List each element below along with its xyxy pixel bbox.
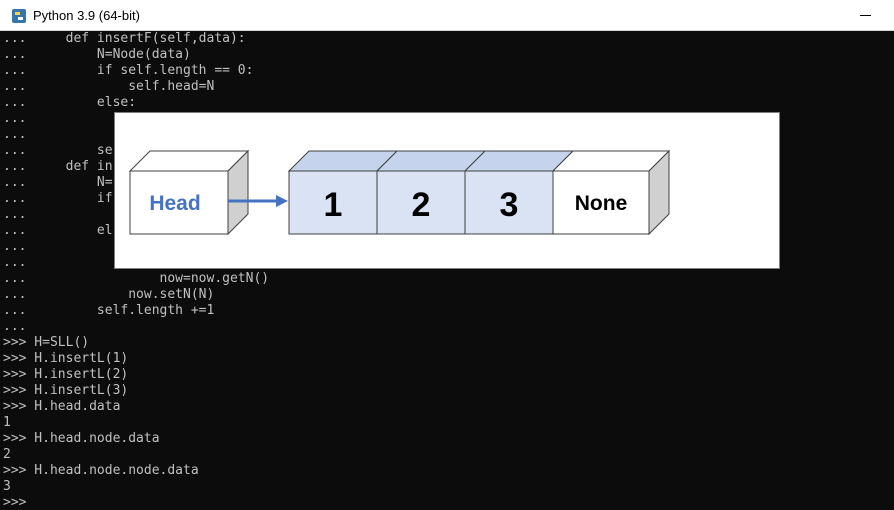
node-value-1: 1 (324, 186, 343, 224)
console-line: >>> H.head.data (3, 399, 121, 414)
minimize-icon (860, 15, 871, 16)
console-line: ... if self.length == 0: (3, 63, 254, 78)
pointer-arrowhead (276, 195, 288, 207)
window-title: Python 3.9 (64-bit) (33, 8, 140, 23)
console-line: ... el (3, 223, 113, 238)
console-line: ... (3, 127, 27, 142)
console-line: 2 (3, 447, 11, 462)
console-line: ... se (3, 143, 113, 158)
console-line: >>> H.head.node.data (3, 431, 160, 446)
console-line: ... self.length +=1 (3, 303, 215, 318)
console-line: ... (3, 239, 27, 254)
console-line: ... (3, 255, 27, 270)
python-icon (12, 9, 26, 23)
none-label: None (575, 192, 628, 215)
title-bar: Python 3.9 (64-bit) (0, 0, 894, 31)
console-line: >>> H.head.node.node.data (3, 463, 199, 478)
console-line: ... def insertF(self,data): (3, 31, 246, 46)
console-line: 1 (3, 415, 11, 430)
console-line: >>> H.insertL(2) (3, 367, 129, 382)
minimize-button[interactable] (852, 6, 880, 24)
none-box (552, 170, 650, 235)
console-line: ... self.head=N (3, 79, 215, 94)
console-line: ... else: (3, 95, 137, 110)
console-prompt: >>> (3, 495, 27, 510)
node-value-2: 2 (412, 186, 431, 224)
console-line: 3 (3, 479, 11, 494)
console-line: ... if (3, 191, 113, 206)
console-output[interactable]: ... def insertF(self,data): ... N=Node(d… (0, 31, 894, 510)
console-line: >>> H.insertL(3) (3, 383, 129, 398)
console-line: ... def in (3, 159, 113, 174)
head-label: Head (149, 192, 200, 215)
linked-list-diagram: Head 1 2 3 None (114, 112, 780, 269)
console-line: ... now=now.getN() (3, 271, 270, 286)
node-box-3 (464, 170, 554, 235)
console-line: ... (3, 207, 27, 222)
console-line: ... now.setN(N) (3, 287, 215, 302)
node-box-1 (288, 170, 378, 235)
console-line: ... N= (3, 175, 113, 190)
node-value-3: 3 (500, 186, 519, 224)
console-line: ... (3, 111, 27, 126)
node-box-2 (376, 170, 466, 235)
console-line: >>> H.insertL(1) (3, 351, 129, 366)
console-line: >>> H=SLL() (3, 335, 90, 350)
console-line: ... (3, 319, 27, 334)
head-box (129, 170, 229, 235)
console-line: ... N=Node(data) (3, 47, 191, 62)
